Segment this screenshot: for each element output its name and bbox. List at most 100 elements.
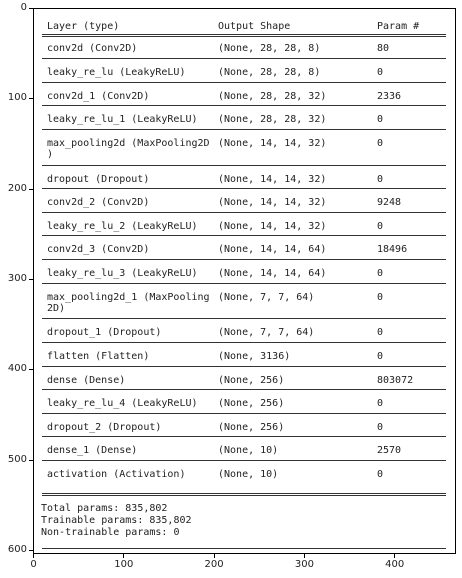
image-axes-frame: Layer (type) Output Shape Param # conv2d (C… [33,8,456,554]
row-separator [42,259,446,260]
y-axis-tick [29,98,33,100]
param-count-cell: 0 [377,292,384,303]
row-separator [42,389,446,390]
x-axis-tick-label: 400 [385,559,405,570]
output-shape-cell: (None, 10) [218,469,279,480]
param-count-cell: 0 [377,138,384,149]
layer-name-cell: conv2d_2 (Conv2D) [47,197,150,208]
output-shape-cell: (None, 14, 14, 32) [218,221,327,232]
y-axis-tick [29,369,33,371]
param-count-cell: 0 [377,114,384,125]
layer-name-cell: dropout_2 (Dropout) [47,422,162,433]
row-separator [42,235,446,236]
layer-name-cell: max_pooling2d (MaxPooling2D [47,138,210,149]
output-shape-cell: (None, 256) [218,422,285,433]
row-separator [42,413,446,414]
y-axis-tick-label: 300 [7,272,27,284]
param-count-cell: 0 [377,469,384,480]
output-shape-cell: (None, 14, 14, 64) [218,244,327,255]
row-separator [42,366,446,367]
x-axis-tick-label: 200 [204,559,224,570]
layer-name-cell: leaky_re_lu_4 (LeakyReLU) [47,398,198,409]
row-separator [42,318,446,319]
output-shape-cell: (None, 256) [218,398,285,409]
x-axis-tick [123,554,125,558]
layer-name-cell: dense_1 (Dense) [47,445,138,456]
output-shape-cell: (None, 28, 28, 32) [218,91,327,102]
row-separator [42,188,446,189]
y-axis-tick [29,8,33,9]
layer-name-cell: leaky_re_lu_2 (LeakyReLU) [47,221,198,232]
output-shape-cell: (None, 10) [218,445,279,456]
row-separator [42,165,446,166]
output-shape-cell: (None, 7, 7, 64) [218,292,315,303]
y-axis-tick-label: 500 [7,453,27,465]
layer-name-cell: leaky_re_lu_1 (LeakyReLU) [47,114,198,125]
param-count-cell: 0 [377,268,384,279]
layer-name-cell: flatten (Flatten) [47,351,150,362]
param-count-cell: 0 [377,327,384,338]
layer-name-cell: leaky_re_lu_3 (LeakyReLU) [47,268,198,279]
param-count-cell: 0 [377,398,384,409]
output-shape-cell: (None, 14, 14, 32) [218,138,327,149]
y-axis-tick [29,549,33,551]
output-shape-cell: (None, 28, 28, 32) [218,114,327,125]
layer-name-cell: dropout_1 (Dropout) [47,327,162,338]
y-axis-tick [29,188,33,190]
output-shape-cell: (None, 256) [218,375,285,386]
row-separator [42,105,446,106]
output-shape-cell: (None, 14, 14, 32) [218,174,327,185]
param-count-cell: 0 [377,422,384,433]
row-separator [42,212,446,213]
x-axis-tick-label: 100 [114,559,134,570]
param-count-cell: 9248 [377,197,402,208]
param-count-cell: 18496 [377,244,408,255]
layer-name-cell: conv2d_1 (Conv2D) [47,91,150,102]
row-separator [42,283,446,284]
y-axis-tick-label: 600 [7,543,27,555]
output-shape-cell: (None, 14, 14, 64) [218,268,327,279]
y-axis-tick [29,459,33,461]
param-count-cell: 0 [377,351,384,362]
row-separator [42,460,446,461]
header-separator [42,34,446,37]
layer-name-cell: activation (Activation) [47,469,186,480]
header-param-count: Param # [377,21,420,32]
output-shape-cell: (None, 14, 14, 32) [218,197,327,208]
row-separator [42,58,446,59]
x-axis-tick [213,554,215,558]
x-axis-tick [394,554,396,558]
param-count-cell: 0 [377,221,384,232]
param-count-cell: 0 [377,174,384,185]
y-axis-tick-label: 200 [7,182,27,194]
param-count-cell: 2336 [377,91,402,102]
y-axis-tick-label: 100 [7,92,27,104]
row-separator [42,436,446,437]
param-count-cell: 803072 [377,375,414,386]
row-separator [42,129,446,130]
layer-name-cell: conv2d_3 (Conv2D) [47,244,150,255]
layer-name-cell: dense (Dense) [47,375,126,386]
summary-line: Total params: 835,802 [41,503,168,514]
y-axis-tick [29,278,33,280]
header-layer-type: Layer (type) [47,21,120,32]
summary-line: Non-trainable params: 0 [41,527,180,538]
param-count-cell: 2570 [377,445,402,456]
y-axis-tick-label: 400 [7,363,27,375]
row-separator [42,82,446,83]
layer-name-cell: dropout (Dropout) [47,174,150,185]
bottom-separator [42,548,446,549]
param-count-cell: 0 [377,67,384,78]
row-separator [42,342,446,343]
layer-name-cell: conv2d (Conv2D) [47,43,138,54]
output-shape-cell: (None, 28, 28, 8) [218,67,321,78]
output-shape-cell: (None, 3136) [218,351,291,362]
summary-line: Trainable params: 835,802 [41,515,192,526]
header-output-shape: Output Shape [218,21,291,32]
output-shape-cell: (None, 7, 7, 64) [218,327,315,338]
layer-name-cell: leaky_re_lu (LeakyReLU) [47,67,186,78]
param-count-cell: 80 [377,43,390,54]
x-axis-tick-label: 300 [294,559,314,570]
layer-name-cell: max_pooling2d_1 (MaxPooling [47,292,210,303]
x-axis-tick [303,554,305,558]
